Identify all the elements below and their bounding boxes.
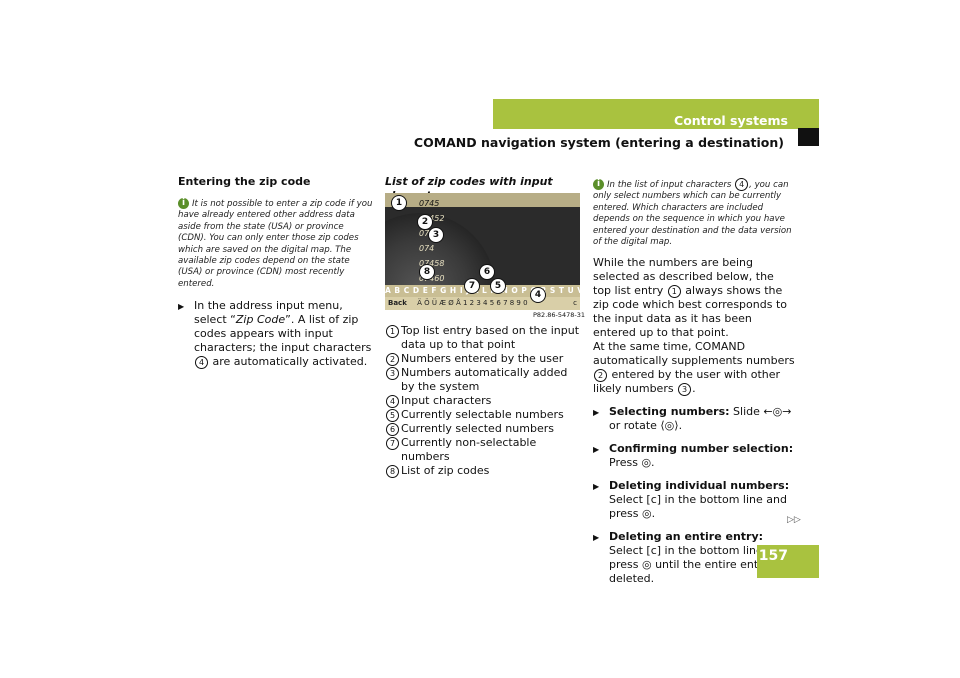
legend-text: List of zip codes [401,464,490,477]
image-code: P82.86-5478-31 [533,311,586,319]
step-menu-item: Zip Code [235,313,286,327]
ref-number: 1 [667,284,681,298]
legend-text: Top list entry based on the input data u… [401,324,580,351]
step-title: Deleting an entire entry: [609,530,764,544]
step-text-a: In the address input menu, select “ [194,299,343,327]
section-heading: Entering the zip code [178,175,311,188]
note-text-b: , you can only select numbers which can … [593,180,792,248]
legend-text: Currently selected numbers [401,422,554,435]
para-text: entered by the user with other likely nu… [593,368,781,396]
comand-screen-figure: 0745 07452 0743 074 07458 07460 A B C D … [385,193,580,310]
zip-entry: 0745 [419,199,440,208]
info-note-text: It is not possible to enter a zip code i… [178,199,373,289]
legend-number: 8 [386,465,399,478]
step-delete-single: Deleting individual numbers: Select [c] … [593,479,795,521]
section-title: Control systems [674,113,788,128]
legend-number: 4 [386,395,399,408]
step-text-c: are automatically activated. [212,355,368,369]
legend-number: 6 [386,423,399,436]
zip-entry: 07460 [419,274,445,283]
legend-number: 2 [386,353,399,366]
info-icon: i [593,179,604,190]
header-band [493,99,819,129]
step-title: Deleting individual numbers: [609,479,790,493]
screen-topbar [385,193,580,207]
continue-arrows: ▷▷ [787,515,801,525]
callout-6: 6 [479,264,495,280]
legend-number: 3 [386,367,399,380]
legend-text: Currently selectable numbers [401,408,564,421]
bottom-line: Back Ä Ö Ü Æ Ø Å 1 2 3 4 5 6 7 8 9 0 c [385,297,580,310]
legend-number: 5 [386,409,399,422]
bottom-characters: Ä Ö Ü Æ Ø Å 1 2 3 4 5 6 7 8 9 0 [417,299,528,307]
ref-number: 4 [735,178,749,191]
note-text-a: In the list of input characters [607,180,732,190]
step-select-numbers: Selecting numbers: Slide ←◎→ or rotate ⟨… [593,405,795,433]
para-text: While the numbers are being selected as … [593,256,774,298]
clear-label: c [573,299,577,307]
zip-entry: 074 [419,244,435,253]
page-number: 157 [758,548,788,564]
body-paragraph: While the numbers are being selected as … [593,256,795,396]
step-text: Slide ←◎→ or rotate ⟨◎⟩. [609,405,792,433]
step-confirm: Confirming number selection: Press ◎. [593,442,795,470]
zip-entry: 07458 [419,259,445,268]
callout-4: 4 [530,287,546,303]
info-icon: i [178,198,189,209]
legend-text: Input characters [401,394,492,407]
legend-number: 7 [386,437,399,450]
para-text: At the same time, COMAND automatically s… [593,340,795,368]
input-characters-row: A B C D E F G H I J K L M N O P Q R S T … [385,285,580,297]
step-text: Press ◎. [609,456,655,470]
step-text-b: ”. A list of zip codes appears with inpu… [194,313,372,355]
ref-number: 2 [594,368,607,382]
para-text: always shows the zip code which best cor… [593,284,787,340]
legend-number: 1 [386,325,399,338]
legend-text: Currently non-selectable numbers [401,436,537,463]
callout-3: 3 [428,227,444,243]
callout-2: 2 [417,214,433,230]
header-marker [798,128,819,146]
ref-number: 4 [195,355,208,369]
step-title: Selecting numbers: [609,405,730,419]
back-label: Back [388,299,407,307]
callout-1: 1 [391,195,407,211]
ref-number: 3 [678,382,692,396]
step-text: Select [c] in the bottom line and press … [609,544,787,586]
legend-text: Numbers entered by the user [401,352,564,365]
callout-7: 7 [464,278,480,294]
callout-8: 8 [419,264,435,280]
step-delete-all: Deleting an entire entry: Select [c] in … [593,530,795,586]
instruction-step: In the address input menu, select “Zip C… [178,299,373,369]
subsection-title: COMAND navigation system (entering a des… [413,135,784,150]
step-title: Confirming number selection: [609,442,794,456]
page-number-box [757,545,819,578]
step-text: Select [c] in the bottom line and press … [609,493,787,521]
callout-5: 5 [490,278,506,294]
legend-text: Numbers automatically added by the syste… [401,366,568,393]
